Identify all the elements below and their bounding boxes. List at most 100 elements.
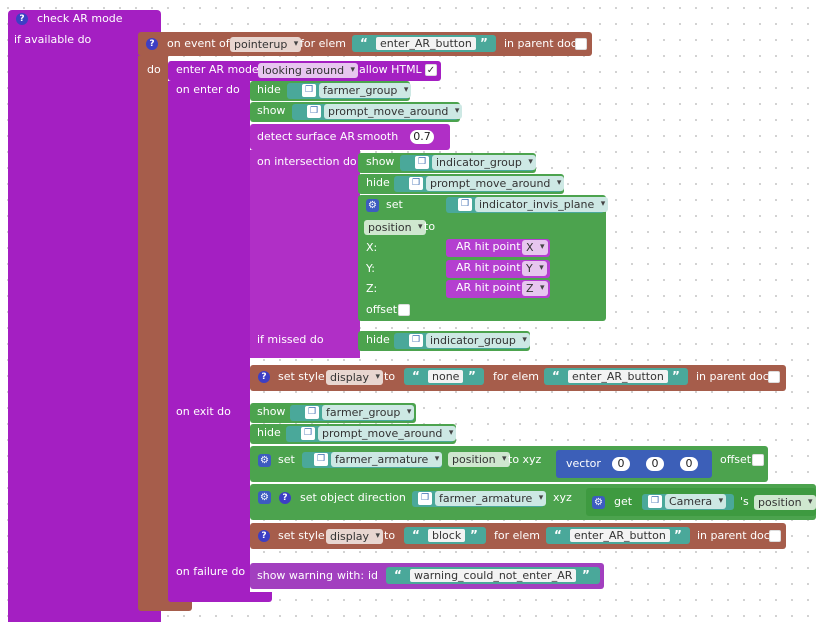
offset-checkbox[interactable] <box>398 304 410 316</box>
hide-label: hide <box>257 83 281 96</box>
possessive-label: 's <box>740 495 749 508</box>
ar-mode-body <box>168 81 250 600</box>
event-dropdown[interactable]: pointerup <box>230 37 302 52</box>
help-icon[interactable]: ? <box>146 38 158 50</box>
cube-icon: ❒ <box>301 427 315 440</box>
allow-html-label: allow HTML <box>359 63 422 76</box>
style-value-input[interactable]: none <box>428 370 464 383</box>
farmer-group-block[interactable]: ❒ farmer_group <box>290 405 415 421</box>
indicator-group-dropdown[interactable]: indicator_group <box>432 155 536 170</box>
help-icon[interactable]: ? <box>279 492 291 504</box>
help-icon[interactable]: ? <box>16 13 28 25</box>
cube-icon: ❒ <box>307 105 321 118</box>
gear-icon[interactable]: ⚙ <box>366 199 379 212</box>
style-value-input[interactable]: block <box>428 529 466 542</box>
object-icon: ❒ <box>415 156 429 169</box>
for-elem-label: for elem <box>300 37 346 50</box>
z-label: Z: <box>366 282 378 295</box>
camera-dropdown[interactable]: Camera <box>665 494 727 509</box>
missed-indicator-block[interactable]: ❒ indicator_group <box>394 333 530 349</box>
style-value-block[interactable]: “ none ” <box>404 368 484 385</box>
prompt-dropdown[interactable]: prompt_move_around <box>318 426 457 441</box>
elem-string-block[interactable]: “ enter_AR_button ” <box>544 368 688 385</box>
farmer-group-dropdown[interactable]: farmer_group <box>319 83 412 98</box>
ar-hit-z-block[interactable]: AR hit point Z <box>446 280 550 298</box>
in-parent-doc-checkbox[interactable] <box>769 530 781 542</box>
indicator-plane-dropdown[interactable]: indicator_invis_plane <box>475 197 609 212</box>
prompt-dropdown-2[interactable]: prompt_move_around <box>426 176 565 191</box>
set-label: set <box>278 453 295 466</box>
style-value-block[interactable]: “ block ” <box>404 527 486 544</box>
set-label: set <box>386 198 403 211</box>
ar-hit-y-block[interactable]: AR hit point Y <box>446 260 550 278</box>
elem-string-input[interactable]: enter_AR_button <box>570 529 670 542</box>
on-failure-label: on failure do <box>176 565 246 578</box>
indicator-plane-block[interactable]: ❒ indicator_invis_plane <box>446 197 609 213</box>
armature-dropdown[interactable]: farmer_armature <box>331 452 443 467</box>
farmer-group-dropdown[interactable]: farmer_group <box>322 405 415 420</box>
quote-close-icon: ” <box>470 528 478 542</box>
in-parent-doc-label: in parent doc <box>696 370 769 383</box>
warning-id-input[interactable]: warning_could_not_enter_AR <box>410 569 577 582</box>
prompt-block[interactable]: ❒ prompt_move_around <box>292 104 463 120</box>
cube-icon: ❒ <box>418 492 432 505</box>
ar-hit-y-dropdown[interactable]: Y <box>522 261 547 276</box>
ar-hit-z-dropdown[interactable]: Z <box>522 281 548 296</box>
prompt-dropdown[interactable]: prompt_move_around <box>324 104 463 119</box>
int-hide-label: hide <box>366 176 390 189</box>
check-ar-mode-label: check AR mode <box>37 12 123 25</box>
armature-block-2[interactable]: ❒ farmer_armature <box>412 491 547 507</box>
ar-hit-x-block[interactable]: AR hit point X <box>446 239 550 257</box>
prompt-block-2[interactable]: ❒ prompt_move_around <box>394 176 565 192</box>
armature-dropdown-2[interactable]: farmer_armature <box>435 491 547 506</box>
elem-string-block[interactable]: “ enter_AR_button ” <box>352 35 496 52</box>
help-icon[interactable]: ? <box>258 371 270 383</box>
in-parent-doc-label: in parent doc <box>504 37 577 50</box>
vector-label: vector <box>566 457 601 470</box>
to-label: to <box>424 220 436 233</box>
on-intersection-label: on intersection do <box>257 155 357 168</box>
quote-open-icon: “ <box>554 528 562 542</box>
farmer-group-block[interactable]: ❒ farmer_group <box>287 83 412 99</box>
get-block[interactable]: ⚙ get ❒ Camera 's position <box>586 488 816 516</box>
quote-open-icon: “ <box>412 369 420 383</box>
ar-hit-x-dropdown[interactable]: X <box>522 240 548 255</box>
in-parent-doc-checkbox[interactable] <box>768 371 780 383</box>
vector-x-input[interactable]: 0 <box>612 457 630 471</box>
position-dropdown[interactable]: position <box>364 220 426 235</box>
position-dropdown[interactable]: position <box>448 452 510 467</box>
gear-icon[interactable]: ⚙ <box>258 491 271 504</box>
gear-icon[interactable]: ⚙ <box>592 496 605 509</box>
show-label: show <box>257 104 286 117</box>
elem-string-input[interactable]: enter_AR_button <box>376 37 476 50</box>
help-icon[interactable]: ? <box>258 530 270 542</box>
gear-icon[interactable]: ⚙ <box>258 454 271 467</box>
camera-block[interactable]: ❒ Camera <box>642 494 734 510</box>
style-prop-dropdown[interactable]: display <box>326 370 384 385</box>
do-label: do <box>147 63 161 76</box>
vector-block[interactable]: vector 0 0 0 <box>556 450 712 478</box>
smooth-input[interactable]: 0.7 <box>410 130 434 144</box>
enter-ar-mode-label: enter AR mode <box>176 63 259 76</box>
in-parent-doc-checkbox[interactable] <box>575 38 587 50</box>
check-ar-mode-block[interactable] <box>8 10 161 622</box>
elem-string-block[interactable]: “ enter_AR_button ” <box>546 527 690 544</box>
ar-hit-label: AR hit point <box>456 261 521 274</box>
missed-indicator-dropdown[interactable]: indicator_group <box>426 333 530 348</box>
with-label: with: <box>337 569 365 582</box>
armature-block[interactable]: ❒ farmer_armature <box>302 452 443 468</box>
for-elem-label: for elem <box>494 529 540 542</box>
camera-position-dropdown[interactable]: position <box>754 495 816 510</box>
vector-z-input[interactable]: 0 <box>680 457 698 471</box>
ar-mode-dropdown[interactable]: looking around <box>258 63 359 78</box>
indicator-group-block[interactable]: ❒ indicator_group <box>400 155 536 171</box>
elem-string-input[interactable]: enter_AR_button <box>568 370 668 383</box>
if-missed-label: if missed do <box>257 333 324 346</box>
warning-id-block[interactable]: “ warning_could_not_enter_AR ” <box>386 567 600 584</box>
allow-html-checkbox[interactable]: ✓ <box>425 64 437 76</box>
vector-y-input[interactable]: 0 <box>646 457 664 471</box>
style-prop-dropdown[interactable]: display <box>326 529 384 544</box>
prompt-block[interactable]: ❒ prompt_move_around <box>286 426 457 442</box>
set-position-block[interactable] <box>358 195 606 321</box>
offset-checkbox[interactable] <box>752 454 764 466</box>
